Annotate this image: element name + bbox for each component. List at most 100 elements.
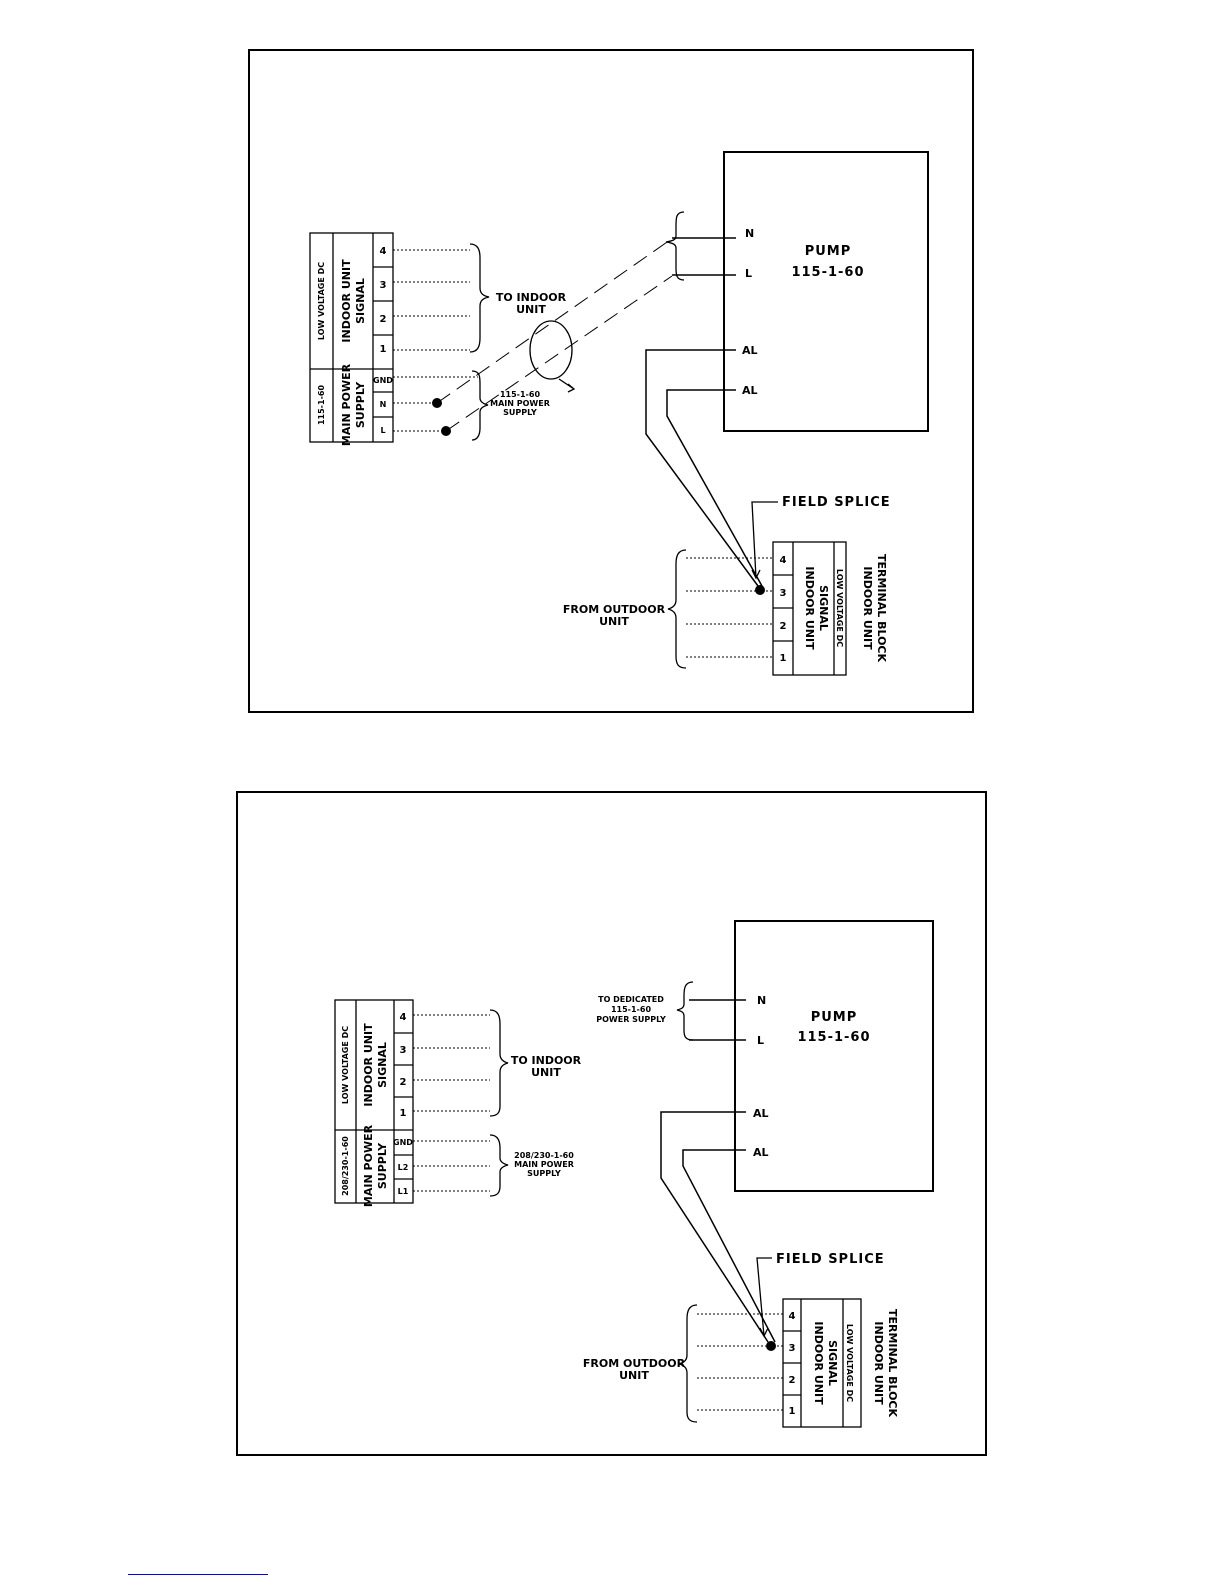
left-group2-rating: 115-1-60 — [317, 385, 326, 425]
indoor-title-1: INDOOR UNIT — [861, 566, 874, 650]
power-label-2: MAIN POWER — [514, 1160, 574, 1169]
field-splice-label: FIELD SPLICE — [782, 495, 891, 510]
left-group2-desc-1: MAIN POWER — [340, 363, 353, 446]
left-terminal-block: LOW VOLTAGE DC INDOOR UNIT SIGNAL 115-1-… — [309, 232, 394, 446]
to-indoor-brace — [489, 1009, 509, 1117]
indoor-title-1: INDOOR UNIT — [872, 1321, 885, 1405]
pump-name: PUMP — [805, 244, 852, 259]
indoor-terminal-block: 4 3 2 1 INDOOR UNIT SIGNAL LOW VOLTAGE D… — [772, 541, 888, 676]
left-terminal-gnd: GND — [373, 376, 393, 385]
to-indoor-brace — [469, 243, 490, 353]
from-outdoor-label-1: FROM OUTDOOR — [563, 603, 666, 616]
left-terminal-2: 2 — [400, 1077, 407, 1088]
indoor-terminal-block: 4 3 2 1 INDOOR UNIT SIGNAL LOW VOLTAGE D… — [782, 1298, 899, 1428]
pump-name: PUMP — [811, 1010, 858, 1025]
from-outdoor-label-2: UNIT — [599, 615, 629, 628]
indoor-desc-1: INDOOR UNIT — [803, 566, 816, 650]
pump-terminal-al-2: AL — [753, 1146, 769, 1159]
from-outdoor-label-2: UNIT — [619, 1369, 649, 1382]
dedicated-label-3: POWER SUPPLY — [596, 1015, 666, 1024]
left-block-leads — [413, 1014, 490, 1192]
left-group1-rating: LOW VOLTAGE DC — [341, 1026, 350, 1104]
indoor-desc-2: SIGNAL — [817, 585, 830, 631]
pump-terminal-al-1: AL — [753, 1107, 769, 1120]
pump-nl-leads — [672, 237, 736, 276]
indoor-terminal-3: 3 — [780, 588, 787, 599]
indoor-title-2: TERMINAL BLOCK — [886, 1309, 899, 1418]
indoor-terminal-3: 3 — [789, 1343, 796, 1354]
al-wire-2 — [682, 1149, 776, 1343]
left-terminal-n: N — [380, 400, 387, 409]
left-group1-desc-1: INDOOR UNIT — [362, 1023, 375, 1107]
outdoor-leads — [697, 1313, 783, 1411]
pump-terminal-n: N — [757, 994, 766, 1007]
pump-rating: 115-1-60 — [797, 1030, 870, 1045]
left-terminal-gnd: GND — [393, 1138, 413, 1147]
left-group1-desc-2: SIGNAL — [376, 1042, 389, 1088]
to-indoor-label-1: TO INDOOR — [511, 1054, 582, 1067]
left-group1-rating: LOW VOLTAGE DC — [317, 262, 326, 340]
power-label-3: SUPPLY — [527, 1169, 561, 1178]
left-terminal-block: LOW VOLTAGE DC INDOOR UNIT SIGNAL 208/23… — [334, 999, 414, 1207]
power-label-1: 115-1-60 — [500, 390, 540, 399]
indoor-title-2: TERMINAL BLOCK — [875, 554, 888, 663]
diagram-2-frame — [236, 791, 987, 1456]
indoor-desc-2: SIGNAL — [826, 1340, 839, 1386]
pump-terminal-n: N — [745, 227, 754, 240]
pump-terminal-l: L — [745, 267, 752, 280]
outdoor-leads — [686, 557, 773, 658]
left-terminal-3: 3 — [400, 1045, 407, 1056]
left-group1-desc-2: SIGNAL — [354, 278, 367, 324]
power-brace — [471, 370, 489, 441]
pump-terminal-al-1: AL — [742, 344, 758, 357]
power-cable-dashed — [436, 239, 673, 432]
pump-nl-brace — [676, 981, 694, 1041]
pump-nl-brace — [665, 211, 685, 281]
left-terminal-2: 2 — [380, 314, 387, 325]
indoor-rating: LOW VOLTAGE DC — [845, 1324, 854, 1402]
al-wire-1 — [645, 349, 759, 587]
indoor-rating: LOW VOLTAGE DC — [835, 569, 844, 647]
to-indoor-label-2: UNIT — [531, 1066, 561, 1079]
indoor-terminal-2: 2 — [780, 621, 787, 632]
diagram-2: PUMP 115-1-60 N L AL AL TO DEDICATED 115… — [236, 791, 987, 1456]
pump-rating: 115-1-60 — [791, 265, 864, 280]
cable-bundle-arrow — [558, 378, 576, 393]
left-terminal-l1: L1 — [398, 1187, 409, 1196]
power-label-1: 208/230-1-60 — [514, 1151, 574, 1160]
left-group1-desc-1: INDOOR UNIT — [340, 259, 353, 343]
power-label-3: SUPPLY — [503, 408, 537, 417]
field-splice-dot — [755, 585, 765, 595]
page-footer-rule — [128, 1574, 268, 1575]
diagram-1: PUMP 115-1-60 N L AL AL LOW VOLTAGE DC I… — [248, 49, 974, 713]
left-group2-desc-2: SUPPLY — [376, 1142, 389, 1189]
pump-box — [723, 151, 929, 432]
left-terminal-l: L — [380, 426, 385, 435]
left-terminal-1: 1 — [380, 344, 387, 355]
left-terminal-l2: L2 — [398, 1163, 409, 1172]
cable-bundle-ellipse — [529, 320, 573, 380]
to-indoor-label-1: TO INDOOR — [496, 291, 567, 304]
diagram-1-frame — [248, 49, 974, 713]
pump-nl-leads — [689, 999, 746, 1041]
al-wire-1 — [660, 1111, 769, 1343]
field-splice-label: FIELD SPLICE — [776, 1252, 885, 1267]
from-outdoor-label-1: FROM OUTDOOR — [583, 1357, 686, 1370]
indoor-terminal-2: 2 — [789, 1375, 796, 1386]
pump-box — [734, 920, 934, 1192]
left-terminal-1: 1 — [400, 1108, 407, 1119]
pump-terminal-l: L — [757, 1034, 764, 1047]
field-splice-leader — [756, 1257, 772, 1338]
dedicated-label-1: TO DEDICATED — [598, 995, 664, 1004]
power-brace — [489, 1134, 509, 1197]
indoor-terminal-4: 4 — [789, 1311, 796, 1322]
from-outdoor-brace — [678, 1304, 698, 1423]
left-group2-rating: 208/230-1-60 — [341, 1136, 350, 1196]
left-terminal-4: 4 — [400, 1012, 407, 1023]
left-group2-desc-1: MAIN POWER — [362, 1124, 375, 1207]
indoor-terminal-1: 1 — [780, 653, 787, 664]
power-label-2: MAIN POWER — [490, 399, 550, 408]
indoor-desc-1: INDOOR UNIT — [812, 1321, 825, 1405]
field-splice-leader — [751, 501, 778, 580]
